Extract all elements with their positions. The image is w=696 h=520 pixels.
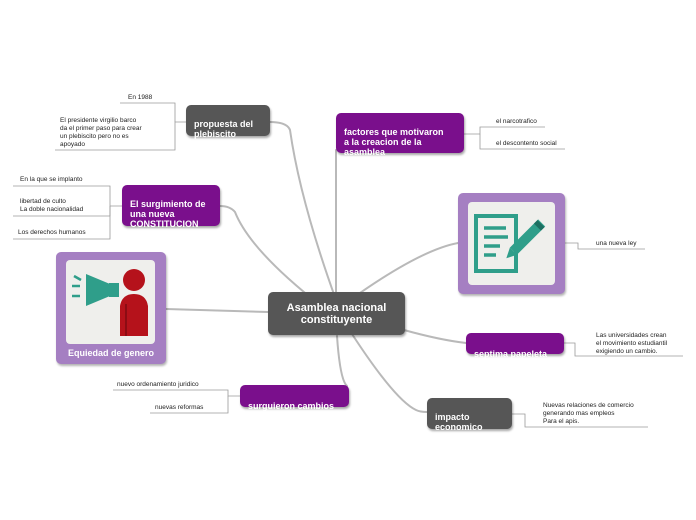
node-propuesta-plebiscito-label: propuesta del plebiscito [194,119,254,139]
node-surgimiento-constitucion-label: El surgimiento de una nueva CONSTITUCION [130,199,206,229]
note-relaciones-comercio: Nuevas relaciones de comercio generando … [543,402,634,425]
link-cambios [336,335,348,387]
node-impacto-economico-label: impacto economico [435,412,483,432]
node-septima-papeleta[interactable]: septima papeleta [466,333,564,359]
node-propuesta-plebiscito[interactable]: propuesta del plebiscito [186,105,270,139]
image-card-equidad-genero[interactable]: Equiedad de genero [56,252,166,364]
note-nueva-ley: una nueva ley [596,240,637,247]
link-equidad [165,308,269,313]
node-surguieron-cambios[interactable]: surguieron cambios [240,385,349,411]
link-septima [403,329,467,344]
note-en-1988: En 1988 [128,94,153,101]
node-surguieron-cambios-label: surguieron cambios [248,401,335,411]
note-narcotrafico: el narcotrafico [496,118,537,125]
central-topic-label: Asamblea nacional constituyente [286,301,387,326]
note-ordenamiento-juridico: nuevo ordenamiento juridico [117,381,199,388]
link-constitucion [219,205,321,306]
link-nuevaley [349,242,459,301]
note-descontento-social: el descontento social [496,140,557,147]
image-card-nueva-ley[interactable] [458,193,565,294]
node-factores-motivaron-label: factores que motivaron a la creacion de … [344,127,444,157]
link-impacto [351,333,428,413]
link-plebiscito [269,121,337,301]
node-impacto-economico[interactable]: impacto economico [427,398,512,432]
note-en-la-que-se-implanto: En la que se implanto [20,176,83,183]
document-pen-icon [474,214,546,273]
node-factores-motivaron[interactable]: factores que motivaron a la creacion de … [336,113,464,157]
node-surgimiento-constitucion[interactable]: El surgimiento de una nueva CONSTITUCION [122,185,220,229]
note-libertad-culto: libertad de culto La doble nacionalidad [20,198,84,213]
note-presidente-barco: El presidente virgilio barco da el prime… [60,117,142,148]
equidad-genero-label: Equiedad de genero [67,348,154,358]
note-derechos-humanos: Los derechos humanos [18,229,86,236]
megaphone-person-icon [72,269,148,336]
node-septima-papeleta-label: septima papeleta [474,349,548,359]
note-universidades: Las universidades crean el movimiento es… [596,332,668,355]
note-nuevas-reformas: nuevas reformas [155,404,204,411]
central-topic[interactable]: Asamblea nacional constituyente [268,292,405,335]
